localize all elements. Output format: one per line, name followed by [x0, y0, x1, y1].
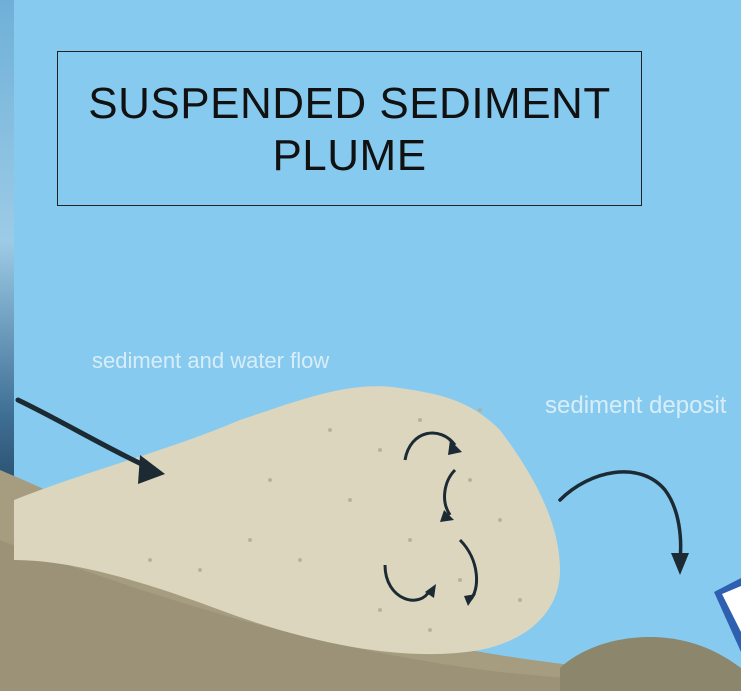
- deposit-mound: [560, 637, 741, 691]
- title-box: SUSPENDED SEDIMENT PLUME: [57, 51, 642, 206]
- deposit-label: sediment deposit: [545, 392, 727, 419]
- logo-badge-icon: [714, 578, 741, 652]
- title-line-1: SUSPENDED SEDIMENT: [58, 78, 641, 130]
- arrow-down-head: [671, 553, 689, 575]
- arrow-right-icon: [18, 400, 150, 468]
- flow-label: sediment and water flow: [92, 348, 329, 373]
- title-line-2: PLUME: [58, 130, 641, 182]
- arrow-down-icon: [560, 472, 681, 560]
